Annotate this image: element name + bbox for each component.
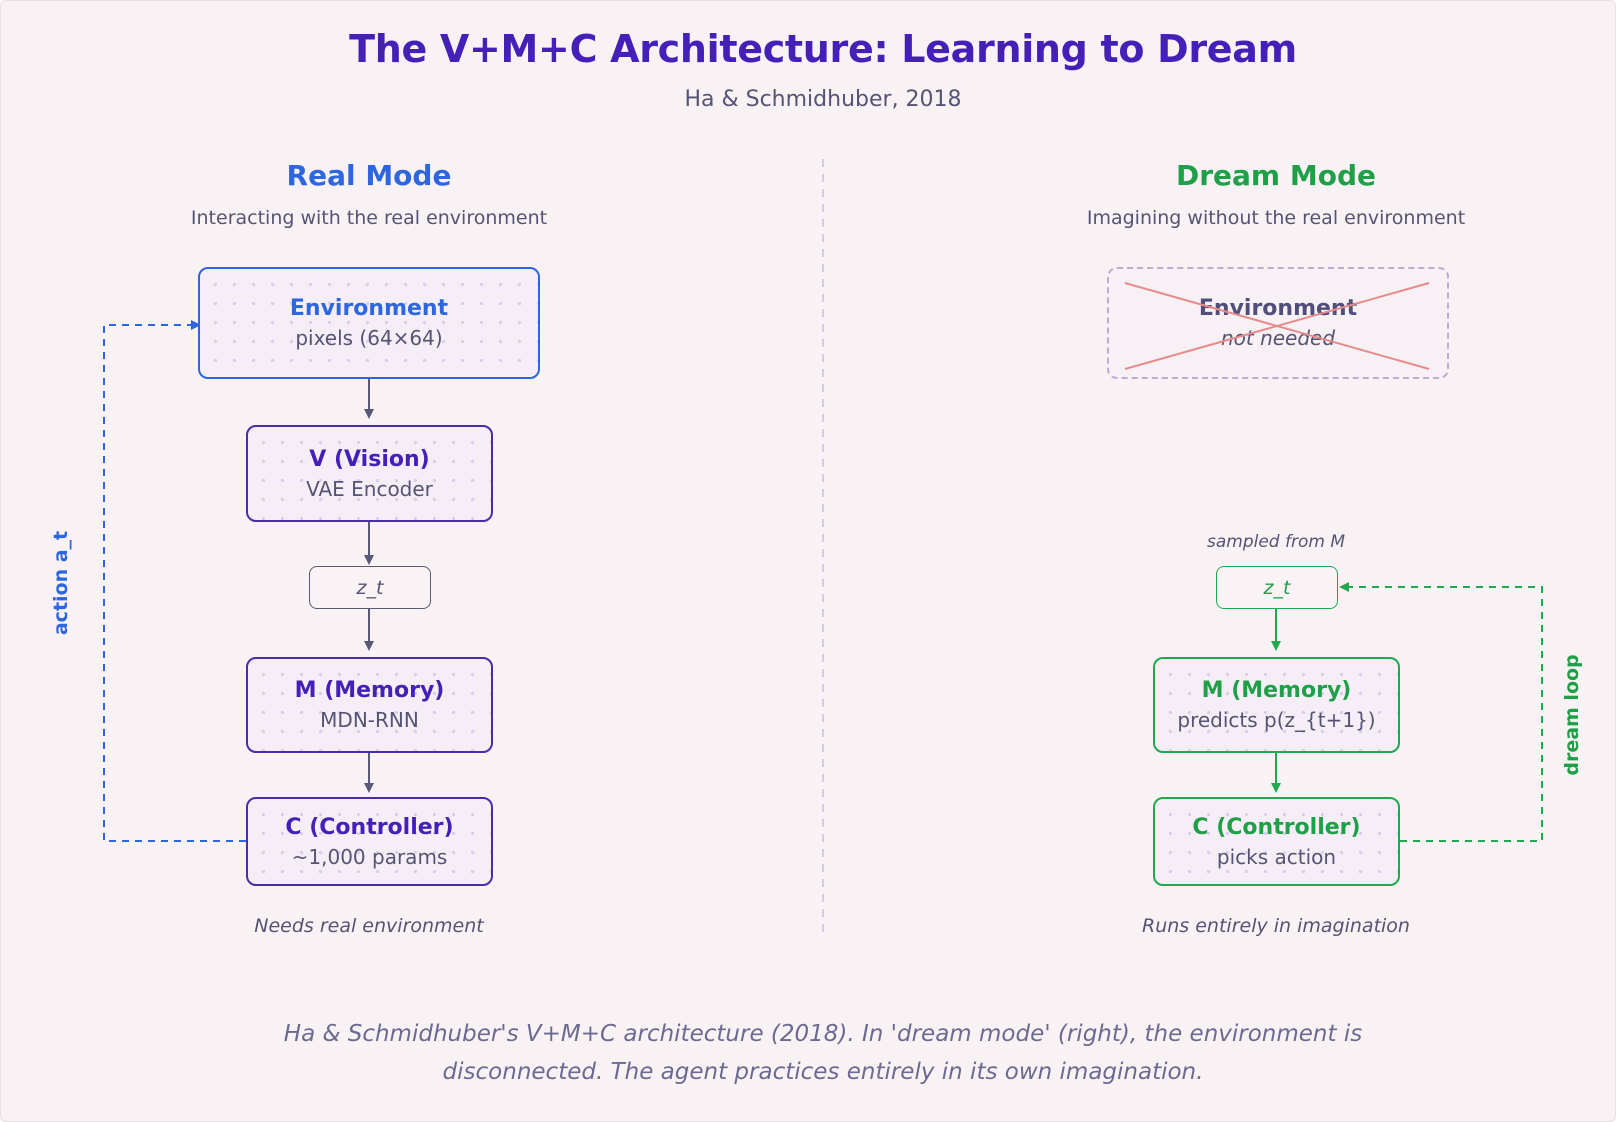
caption-line-2: disconnected. The agent practices entire…	[442, 1059, 1204, 1085]
vision-name: V (Vision)	[309, 446, 430, 472]
real-memory-name: M (Memory)	[294, 678, 445, 703]
vision-desc: VAE Encoder	[306, 476, 433, 501]
page-subtitle: Ha & Schmidhuber, 2018	[684, 87, 962, 112]
dream-loop-label: dream loop	[1561, 654, 1583, 776]
real-footer-note: Needs real environment	[254, 915, 484, 937]
dream-footer-note: Runs entirely in imagination	[1142, 915, 1410, 937]
dream-memory-desc: predicts p(z_{t+1})	[1177, 708, 1376, 732]
real-latent-node: z_t	[309, 566, 431, 609]
action-loop-label: action a_t	[50, 530, 72, 636]
dream-controller-name: C (Controller)	[1192, 814, 1361, 840]
environment-cross-icon	[1124, 282, 1430, 370]
dream-environment-name: Environment	[1198, 296, 1358, 321]
real-environment-node: Environment pixels (64×64)	[198, 267, 540, 379]
dream-mode-subtitle: Imagining without the real environment	[1086, 207, 1466, 229]
real-mode-title: Real Mode	[286, 159, 452, 192]
real-memory-node: M (Memory) MDN-RNN	[246, 657, 493, 753]
dream-controller-node: C (Controller) picks action	[1153, 797, 1400, 886]
dream-latent-note: sampled from M	[1206, 532, 1346, 552]
dream-mode-title: Dream Mode	[1176, 159, 1376, 192]
dream-controller-desc: picks action	[1216, 844, 1337, 869]
real-controller-desc: ~1,000 params	[291, 844, 448, 869]
dream-memory-node: M (Memory) predicts p(z_{t+1})	[1153, 657, 1400, 753]
real-memory-desc: MDN-RNN	[320, 708, 419, 732]
dream-environment-node: Environment not needed	[1107, 267, 1449, 379]
dream-latent-node: z_t	[1216, 566, 1338, 609]
dream-loop-arrow	[1339, 582, 1543, 842]
real-mode-subtitle: Interacting with the real environment	[190, 207, 548, 229]
real-controller-node: C (Controller) ~1,000 params	[246, 797, 493, 886]
caption-line-1: Ha & Schmidhuber's V+M+C architecture (2…	[283, 1021, 1363, 1047]
real-environment-name: Environment	[289, 296, 449, 321]
dream-memory-name: M (Memory)	[1201, 678, 1352, 703]
page-title: The V+M+C Architecture: Learning to Drea…	[349, 27, 1297, 71]
action-loop-arrow	[103, 320, 246, 842]
vision-node: V (Vision) VAE Encoder	[246, 425, 493, 522]
real-controller-name: C (Controller)	[285, 814, 454, 840]
real-environment-desc: pixels (64×64)	[295, 326, 443, 350]
